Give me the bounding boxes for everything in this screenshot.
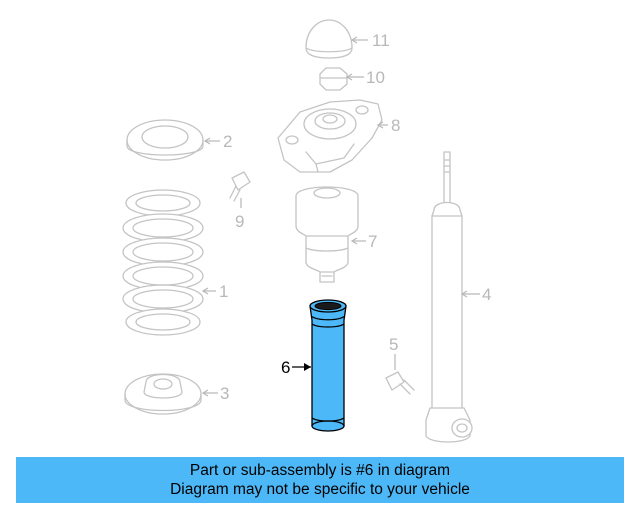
svg-text:3: 3 bbox=[220, 384, 229, 403]
svg-text:11: 11 bbox=[372, 31, 390, 50]
part-10-nut bbox=[319, 67, 348, 91]
part-5-bolt bbox=[385, 371, 415, 395]
part-8-strut-mount bbox=[277, 99, 383, 173]
parts-diagram: 11 10 8 2 bbox=[122, 19, 491, 443]
info-line-1: Part or sub-assembly is #6 in diagram bbox=[189, 462, 451, 479]
callout-3: 3 bbox=[201, 384, 229, 403]
part-1-coil-spring bbox=[122, 189, 204, 336]
info-line-2: Diagram may not be specific to your vehi… bbox=[170, 481, 470, 498]
callout-7: 7 bbox=[350, 232, 377, 251]
callout-8: 8 bbox=[376, 116, 400, 135]
callout-9: 9 bbox=[235, 198, 244, 231]
callout-2: 2 bbox=[203, 132, 232, 151]
svg-text:9: 9 bbox=[235, 212, 244, 231]
part-3-lower-seat bbox=[124, 373, 202, 415]
info-banner: Part or sub-assembly is #6 in diagram Di… bbox=[16, 457, 624, 503]
svg-text:2: 2 bbox=[223, 132, 232, 151]
part-4-shock-absorber bbox=[425, 151, 473, 443]
svg-text:10: 10 bbox=[366, 68, 385, 87]
svg-text:8: 8 bbox=[391, 116, 400, 135]
svg-text:7: 7 bbox=[368, 232, 377, 251]
callout-6: 6 bbox=[281, 358, 311, 377]
part-7-bump-stop bbox=[295, 186, 359, 283]
callout-10: 10 bbox=[345, 68, 385, 87]
part-2-spring-seat bbox=[126, 119, 204, 161]
part-11-dust-cap bbox=[305, 19, 353, 59]
callout-11: 11 bbox=[350, 31, 390, 50]
svg-text:1: 1 bbox=[219, 282, 228, 301]
svg-text:5: 5 bbox=[389, 335, 398, 354]
part-9-bolt bbox=[229, 171, 251, 202]
callout-5: 5 bbox=[389, 335, 398, 370]
svg-text:6: 6 bbox=[281, 358, 290, 377]
svg-text:4: 4 bbox=[482, 285, 491, 304]
callout-4: 4 bbox=[460, 285, 491, 304]
callout-1: 1 bbox=[201, 282, 228, 301]
part-6-dust-boot bbox=[309, 299, 347, 432]
